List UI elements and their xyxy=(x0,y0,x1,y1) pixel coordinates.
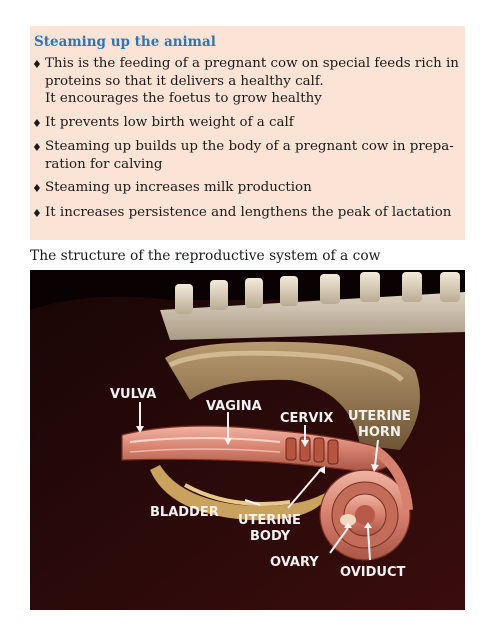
list-item: ♦ It increases persistence and lengthens… xyxy=(32,204,465,223)
diamond-bullet-icon: ♦ xyxy=(32,116,42,130)
section-title: Steaming up the animal xyxy=(34,34,216,50)
label-vulva: VULVA xyxy=(110,387,156,402)
label-uterine-horn-line2: HORN xyxy=(358,425,401,440)
bullet-line: proteins so that it delivers a healthy c… xyxy=(45,73,324,89)
uterine-horn xyxy=(319,445,413,561)
bullet-line: ration for calving xyxy=(45,156,163,172)
list-item: ♦ Steaming up increases milk production xyxy=(32,179,465,198)
diamond-bullet-icon: ♦ xyxy=(32,206,42,220)
anatomy-illustration: VULVA VAGINA CERVIX UTERINE HORN BLADDER… xyxy=(30,270,465,610)
bullet-line: It prevents low birth weight of a calf xyxy=(45,114,294,130)
figure-caption: The structure of the reproductive system… xyxy=(30,248,381,264)
reproductive-system-diagram: VULVA VAGINA CERVIX UTERINE HORN BLADDER… xyxy=(30,270,465,610)
spine xyxy=(160,272,465,340)
list-item: ♦ This is the feeding of a pregnant cow … xyxy=(32,55,465,108)
label-bladder: BLADDER xyxy=(150,505,219,520)
label-vagina: VAGINA xyxy=(206,399,262,414)
bullet-line: It encourages the foetus to grow healthy xyxy=(45,91,322,106)
bullet-line: It increases persistence and lengthens t… xyxy=(45,204,452,220)
rectum-tissue xyxy=(165,341,420,450)
label-uterine-body-line2: BODY xyxy=(250,529,291,544)
diamond-bullet-icon: ♦ xyxy=(32,182,42,195)
list-item: ♦ Steaming up builds up the body of a pr… xyxy=(32,138,465,173)
info-box: Steaming up the animal ♦ This is the fee… xyxy=(30,26,465,240)
label-uterine-horn-line1: UTERINE xyxy=(348,409,411,424)
label-oviduct: OVIDUCT xyxy=(340,565,405,580)
label-cervix: CERVIX xyxy=(280,411,333,426)
bullet-line: Steaming up builds up the body of a preg… xyxy=(45,139,454,154)
bullet-line: Steaming up increases milk production xyxy=(45,180,312,195)
diamond-bullet-icon: ♦ xyxy=(32,141,42,154)
label-uterine-body-line1: UTERINE xyxy=(238,513,301,528)
label-arrows xyxy=(139,402,379,561)
list-item: ♦ It prevents low birth weight of a calf xyxy=(32,114,465,133)
bullet-line: This is the feeding of a pregnant cow on… xyxy=(45,56,459,71)
diamond-bullet-icon: ♦ xyxy=(32,58,42,71)
bladder-shape xyxy=(150,465,330,521)
bullet-list: ♦ This is the feeding of a pregnant cow … xyxy=(30,55,465,222)
label-ovary: OVARY xyxy=(270,555,319,570)
ovary-shape xyxy=(340,514,356,526)
